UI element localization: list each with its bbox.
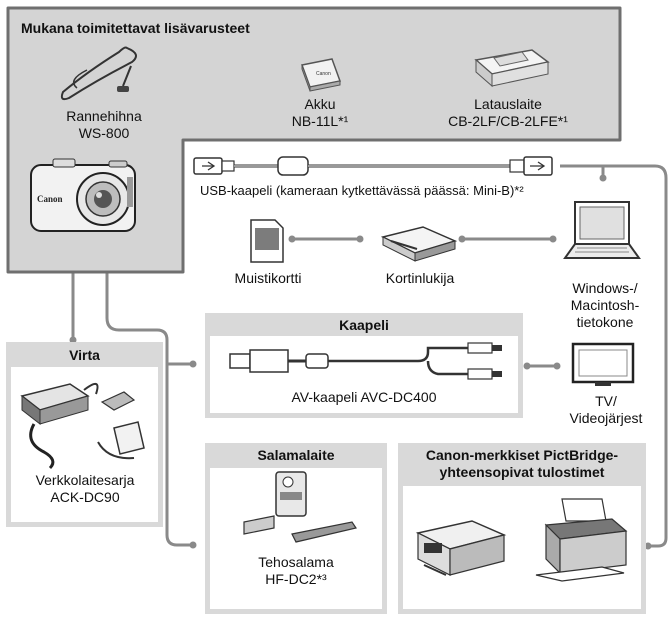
cable-panel-title: Kaapeli xyxy=(339,317,389,333)
flash-panel-title: Salamalaite xyxy=(257,447,335,463)
tv-icon xyxy=(571,342,635,386)
printer-panel-title: Canon-merkkiset PictBridge- yhteensopiva… xyxy=(425,447,619,480)
inkjet-printer-icon xyxy=(535,498,628,582)
card-reader-icon xyxy=(380,226,458,262)
battery-icon: Canon xyxy=(300,58,342,92)
av-cable-label: AV-kaapeli AVC-DC400 xyxy=(291,389,437,405)
usb-cable-label: USB-kaapeli (kameraan kytkettävässä pääs… xyxy=(200,183,524,198)
ac-adapter-kit-icon xyxy=(20,383,145,470)
power-kit-label: Verkkolaitesarja ACK-DC90 xyxy=(35,472,135,505)
tv-label: TV/ Videojärjest xyxy=(569,393,643,426)
flash-label: Tehosalama HF-DC2*³ xyxy=(258,554,334,587)
memory-card-label: Muistikortti xyxy=(234,270,302,286)
included-accessories-title: Mukana toimitettavat lisävarusteet xyxy=(21,20,250,36)
battery-label: Akku NB-11L*¹ xyxy=(291,96,349,129)
card-reader-label: Kortinlukija xyxy=(385,270,455,286)
av-cable-icon xyxy=(229,342,502,380)
camera-icon: Canon xyxy=(30,158,136,232)
svg-text:Canon: Canon xyxy=(37,194,63,204)
charger-icon xyxy=(474,49,550,88)
laptop-icon xyxy=(563,201,641,259)
power-panel-title: Virta xyxy=(69,347,100,363)
computer-label: Windows-/ Macintosh- tietokone xyxy=(570,280,640,330)
wrist-strap-label: Rannehihna WS-800 xyxy=(66,108,142,141)
wrist-strap-icon xyxy=(60,46,137,101)
memory-card-icon xyxy=(250,219,284,263)
compact-photo-printer-icon xyxy=(415,520,507,576)
usb-cable-icon xyxy=(193,156,553,176)
charger-label: Latauslaite CB-2LF/CB-2LFE*¹ xyxy=(448,96,568,129)
flash-unit-icon xyxy=(243,471,357,543)
svg-text:Canon: Canon xyxy=(316,71,331,77)
